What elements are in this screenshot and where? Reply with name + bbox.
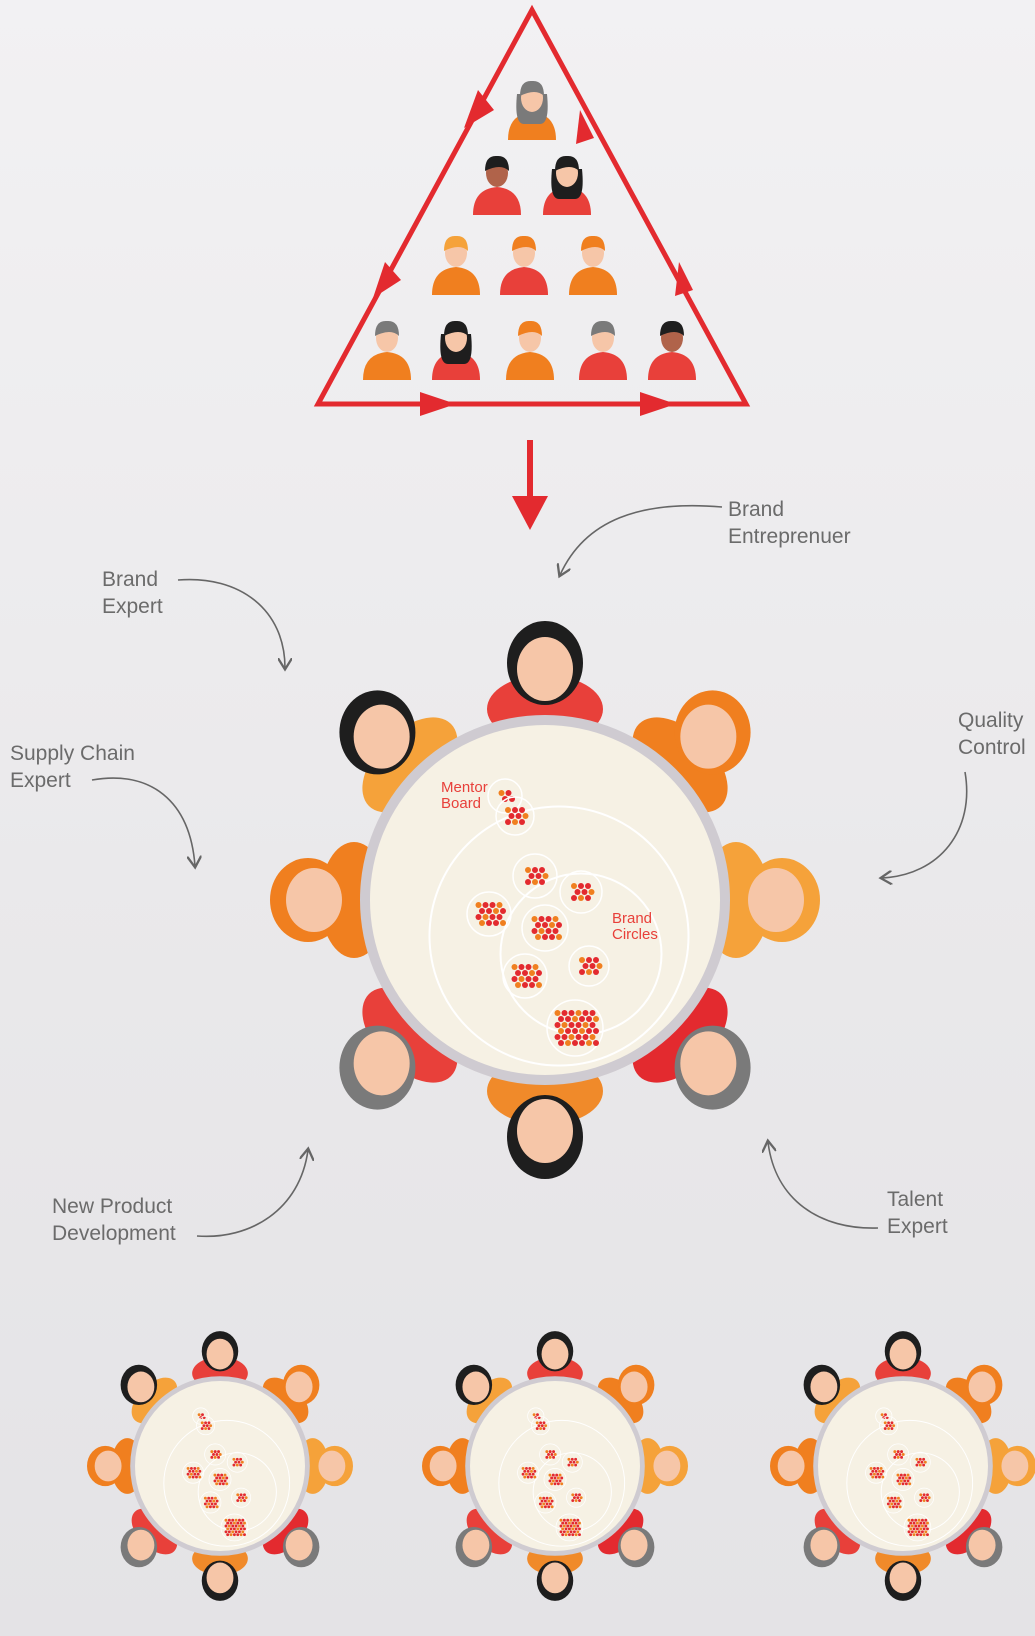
- dot-cluster-icon: [909, 1451, 931, 1473]
- person-avatar-icon: [473, 155, 521, 215]
- table-group: [770, 1331, 1035, 1601]
- hierarchy-pyramid: [313, 4, 751, 416]
- table-top: [470, 1381, 640, 1551]
- label-talent-expert: Talent Expert: [887, 1186, 948, 1240]
- cycle-arrow-icon: [675, 262, 693, 296]
- seated-person: [422, 1438, 479, 1494]
- seated-person: [632, 690, 751, 813]
- label-line: Talent: [887, 1188, 944, 1211]
- label-line: Expert: [10, 769, 71, 792]
- dot-cluster-icon: [903, 1513, 932, 1542]
- dot-cluster-icon: [231, 1487, 252, 1508]
- table-top: [818, 1381, 988, 1551]
- seated-person: [945, 1508, 1003, 1568]
- dot-cluster-icon: [192, 1407, 210, 1425]
- table-group: [87, 1331, 354, 1601]
- dot-cluster-icon: [220, 1513, 249, 1542]
- person-avatar-icon: [579, 320, 627, 380]
- curved-arrow-icon: [882, 771, 968, 878]
- dot-cluster-icon: [226, 1451, 248, 1473]
- curved-arrow-icon: [91, 777, 195, 866]
- dot-cluster-icon: [502, 953, 548, 999]
- label-line: Expert: [887, 1215, 948, 1238]
- label-line: Board: [441, 795, 482, 812]
- person-avatar-icon: [543, 155, 591, 215]
- dot-cluster-icon: [914, 1487, 935, 1508]
- label-line: Development: [52, 1222, 176, 1245]
- label-line: Circles: [612, 926, 658, 943]
- person-avatar-icon: [508, 80, 556, 140]
- dot-cluster-icon: [865, 1461, 888, 1484]
- person-avatar-icon: [569, 235, 617, 295]
- dot-cluster-icon: [555, 1513, 584, 1542]
- person-avatar-icon: [506, 320, 554, 380]
- label-line: Expert: [102, 595, 163, 618]
- label-line: Control: [958, 736, 1026, 759]
- dot-cluster-icon: [891, 1468, 915, 1491]
- curved-arrow-icon: [196, 1150, 308, 1238]
- dot-cluster-icon: [566, 1487, 587, 1508]
- cycle-arrow-icon: [640, 392, 676, 416]
- dot-cluster-icon: [559, 870, 603, 914]
- seated-person: [270, 842, 388, 958]
- table-top: [370, 725, 720, 1075]
- dot-cluster-icon: [561, 1451, 583, 1473]
- label-quality-control: Quality Control: [958, 707, 1026, 761]
- cycle-arrow-icon: [420, 392, 456, 416]
- label-line: Brand: [728, 498, 785, 521]
- dot-cluster-icon: [521, 904, 569, 952]
- dot-cluster-icon: [204, 1443, 227, 1466]
- small-round-tables: [87, 1331, 1035, 1601]
- label-line: Quality: [958, 709, 1024, 732]
- dot-cluster-icon: [882, 1491, 905, 1514]
- label-line: Supply Chain: [10, 742, 135, 765]
- dot-cluster-icon: [887, 1443, 910, 1466]
- dot-cluster-icon: [199, 1491, 222, 1514]
- label-brand-entrepreneur: Brand Entreprenuer: [728, 496, 851, 550]
- dot-cluster-icon: [208, 1468, 232, 1491]
- label-line: Entreprenuer: [728, 525, 851, 548]
- label-line: New Product: [52, 1195, 173, 1218]
- dot-cluster-icon: [196, 1416, 216, 1436]
- person-avatar-icon: [432, 320, 480, 380]
- main-round-table: [270, 621, 820, 1179]
- dot-cluster-icon: [527, 1407, 545, 1425]
- dot-cluster-icon: [539, 1443, 562, 1466]
- label-brand-expert: Brand Expert: [102, 566, 163, 620]
- dot-cluster-icon: [517, 1461, 540, 1484]
- label-line: Brand: [612, 910, 653, 927]
- label-line: Mentor: [441, 779, 488, 796]
- dot-cluster-icon: [495, 796, 535, 836]
- person-avatar-icon: [500, 235, 548, 295]
- pointer-arrows: [91, 504, 968, 1238]
- arrow-down-icon: [512, 440, 548, 530]
- curved-arrow-icon: [560, 504, 723, 575]
- table-top: [135, 1381, 305, 1551]
- dot-cluster-icon: [531, 1416, 551, 1436]
- label-mentor-board: Mentor Board: [441, 780, 488, 812]
- cycle-arrow-icon: [464, 90, 494, 128]
- label-line: Brand: [102, 568, 159, 591]
- curved-arrow-icon: [177, 578, 285, 668]
- dot-cluster-icon: [546, 999, 604, 1057]
- person-avatar-icon: [363, 320, 411, 380]
- dot-cluster-icon: [568, 945, 610, 987]
- dot-cluster-icon: [543, 1468, 567, 1491]
- table-group: [422, 1331, 688, 1601]
- curved-arrow-icon: [768, 1142, 879, 1229]
- table-group: [270, 621, 820, 1179]
- dot-cluster-icon: [534, 1491, 557, 1514]
- dot-cluster-icon: [182, 1461, 205, 1484]
- dot-cluster-icon: [466, 891, 512, 937]
- label-brand-circles: Brand Circles: [612, 911, 658, 943]
- cycle-arrow-icon: [373, 262, 401, 298]
- label-supply-chain-expert: Supply Chain Expert: [10, 740, 135, 794]
- label-new-product-development: New Product Development: [52, 1193, 176, 1247]
- person-avatar-icon: [432, 235, 480, 295]
- dot-cluster-icon: [879, 1416, 899, 1436]
- person-avatar-icon: [648, 320, 696, 380]
- cycle-arrow-icon: [576, 110, 594, 144]
- dot-cluster-icon: [512, 853, 558, 899]
